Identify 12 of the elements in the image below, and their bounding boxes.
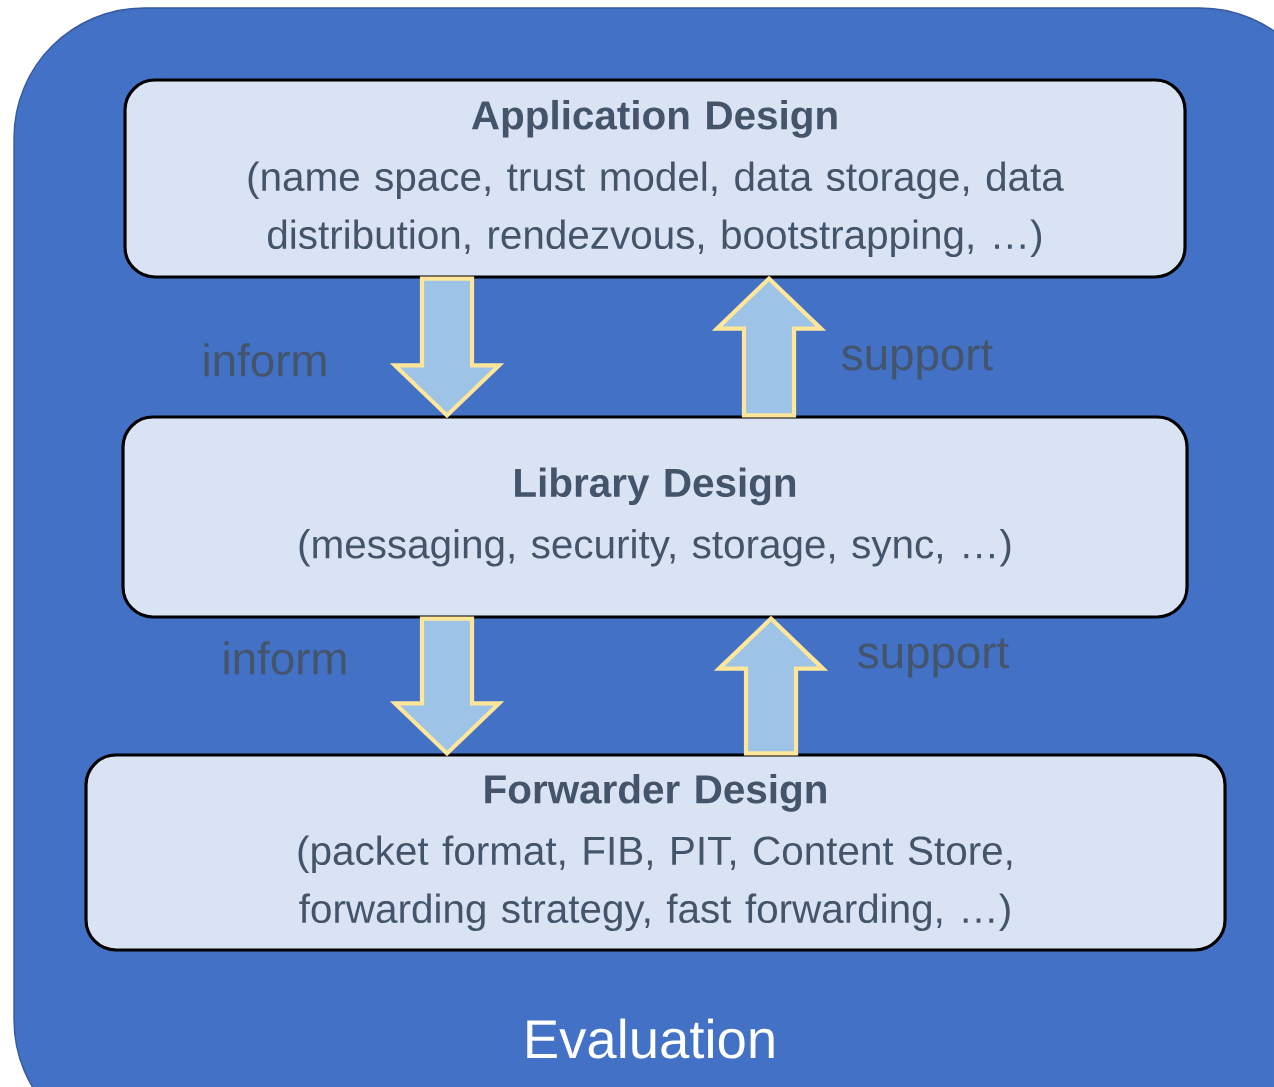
block-arrow xyxy=(713,615,829,756)
edge-label: inform xyxy=(224,641,346,675)
block-arrow xyxy=(389,616,505,757)
block-arrow xyxy=(711,275,827,418)
layer-box: Library Design (messaging, security, storage, sync, …) xyxy=(121,415,1189,619)
panel-title: Evaluation xyxy=(527,1018,774,1059)
layer-box: Application Design (name space, trust model, data storage, data distribution, rendezvous, bootstrapping, …) xyxy=(123,78,1187,279)
layer-box: Forwarder Design (packet format, FIB, PIT, Content Store, forwarding strategy, fast forwarding, …) xyxy=(84,753,1227,952)
edge-label: support xyxy=(858,638,1009,678)
edge-label: support xyxy=(842,340,993,380)
block-arrow xyxy=(389,276,505,419)
edge-label: inform xyxy=(204,343,326,377)
